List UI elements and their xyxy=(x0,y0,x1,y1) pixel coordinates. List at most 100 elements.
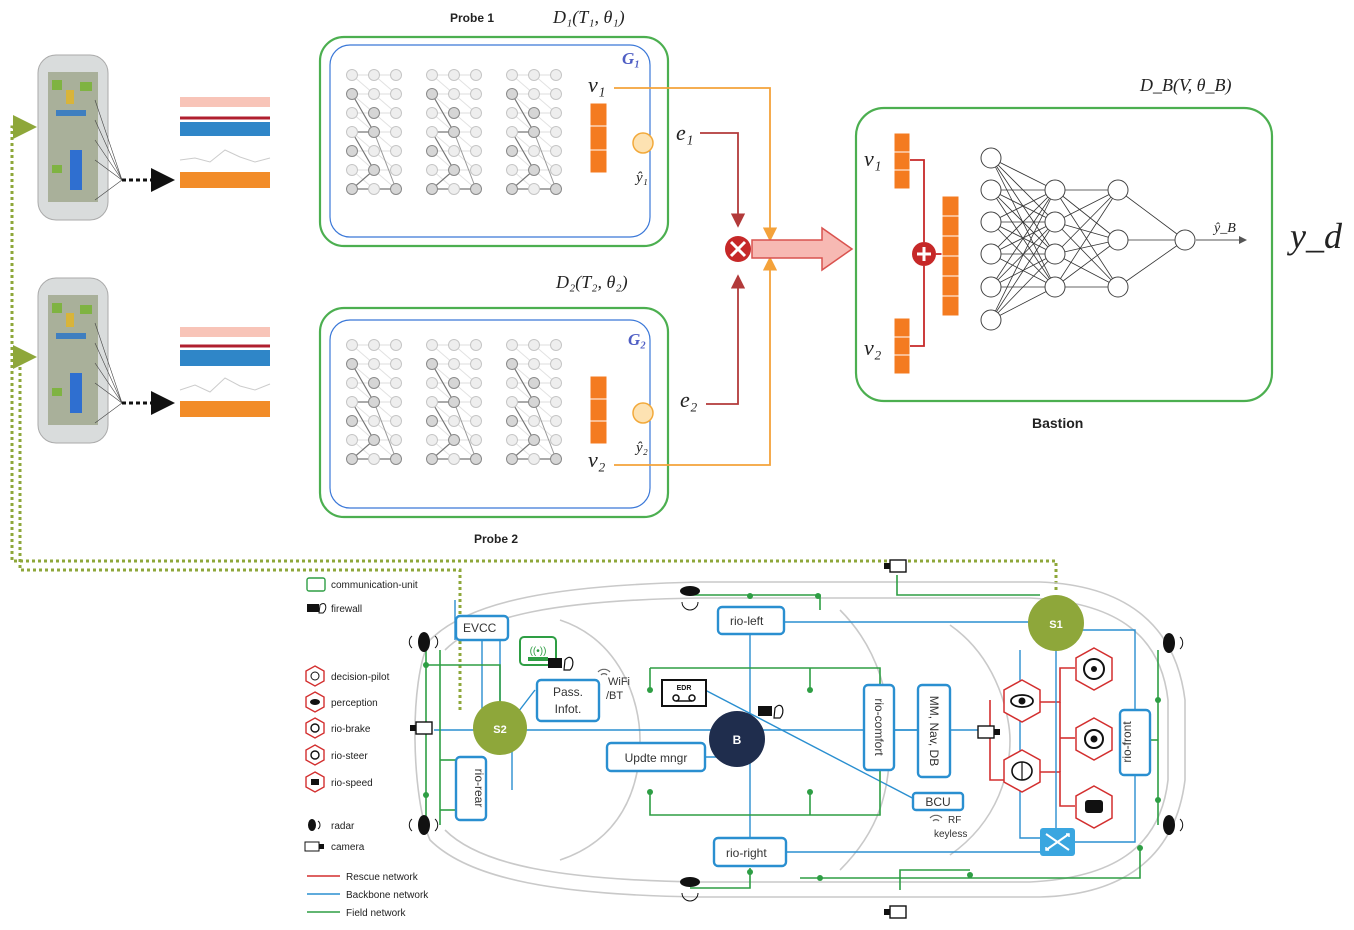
updte-mngr-box[interactable] xyxy=(605,741,707,773)
probe2-graph-network xyxy=(346,339,562,465)
bastion-title: Bastion xyxy=(1032,415,1083,431)
bastion-v2-label: v₂ xyxy=(864,335,882,360)
probe1-embedding-vector xyxy=(589,102,608,174)
legend-rio-speed-label: rio-speed xyxy=(331,778,373,789)
evcc-box[interactable] xyxy=(454,614,510,642)
camera-icon-front xyxy=(977,725,1000,739)
decision-pilot-function[interactable] xyxy=(1003,749,1041,793)
probe1-formula: D₁(T₁, θ₁) xyxy=(552,7,625,28)
edr-device[interactable]: EDR xyxy=(661,679,707,707)
pass-infot-label-2: Infot. xyxy=(555,702,582,716)
rio-front-box[interactable] xyxy=(1118,708,1152,777)
legend-radar: radar xyxy=(308,819,355,832)
radar-icon-rear-top xyxy=(408,632,439,652)
probe1-box xyxy=(318,35,670,248)
radar-icon-front-top xyxy=(1163,633,1184,653)
switch-s1[interactable] xyxy=(1028,595,1084,651)
radar-icon-left xyxy=(680,586,700,611)
probe1-yhat: ŷ₁ xyxy=(634,170,648,186)
wifi-label-2: /BT xyxy=(606,690,623,702)
legend-perception-label: perception xyxy=(331,698,378,709)
probe2-box xyxy=(318,306,670,519)
rio-comfort-label: rio-comfort xyxy=(872,698,886,756)
e2-connector xyxy=(706,274,746,405)
probe2-formula: D₂(T₂, θ₂) xyxy=(555,272,628,293)
add-icon xyxy=(912,242,936,266)
switch-s2[interactable] xyxy=(473,701,527,755)
wifi-label-1: WiFi xyxy=(608,676,630,688)
legend-perception: perception xyxy=(305,691,378,713)
edr-label: EDR xyxy=(677,685,692,692)
signal-thumbnail-1 xyxy=(179,97,271,188)
bastion-formula: D_B(V, θ_B) xyxy=(1139,75,1232,96)
firewall-icon-b xyxy=(758,704,784,719)
bastion-yhat: ŷ_B xyxy=(1212,221,1236,236)
probe1-output-node xyxy=(632,132,654,154)
legend-communication-unit: communication-unit xyxy=(306,577,418,592)
legend-rio-steer: rio-steer xyxy=(305,744,368,766)
radar-icon-front-bottom xyxy=(1163,815,1184,835)
network-switch-icon[interactable] xyxy=(1040,828,1075,856)
rio-rear-label: rio-rear xyxy=(472,769,486,808)
probe1-e-label: e₁ xyxy=(676,120,693,145)
rf-icon xyxy=(929,814,943,822)
backbone-switch-b[interactable] xyxy=(709,711,765,767)
rio-left-label: rio-left xyxy=(730,614,764,628)
bastion-yd: y_d xyxy=(1287,216,1343,256)
legend-rio-speed: rio-speed xyxy=(305,771,373,793)
updte-mngr-label: Updte mngr xyxy=(625,751,688,765)
legend-firewall: firewall xyxy=(307,603,362,615)
bcu-label: BCU xyxy=(925,795,950,809)
mm-nav-db-label: MM, Nav, DB xyxy=(927,696,941,766)
bastion-v1-label: v₁ xyxy=(864,146,881,171)
legend-backbone-network-label: Backbone network xyxy=(346,890,429,901)
probe2-output-node xyxy=(632,402,654,424)
switch-s1-label: S1 xyxy=(1049,619,1062,631)
legend-decision-pilot: decision-pilot xyxy=(305,665,390,687)
bastion-v1-vector xyxy=(893,132,911,190)
mm-nav-db-box[interactable] xyxy=(916,683,952,779)
legend-backbone-network: Backbone network xyxy=(307,890,429,901)
probe2-graph-label: G₂ xyxy=(628,330,646,349)
probe2-yhat: ŷ₂ xyxy=(634,440,648,456)
bastion-v2-vector xyxy=(893,317,911,375)
probe1-v-label: v₁ xyxy=(588,72,605,97)
legend-firewall-label: firewall xyxy=(331,604,362,615)
legend-rio-brake: rio-brake xyxy=(305,717,371,739)
communication-unit-icon[interactable]: ((•)) xyxy=(519,636,557,666)
probe2-v-label: v₂ xyxy=(588,447,606,472)
e1-connector xyxy=(700,132,746,228)
bcu-box[interactable] xyxy=(911,791,965,812)
radar-icon-rear-bottom xyxy=(408,815,439,835)
bastion-neural-network xyxy=(980,147,1196,331)
rio-comfort-box[interactable] xyxy=(862,683,896,772)
camera-icon-rear xyxy=(410,721,433,735)
legend-rescue-network: Rescue network xyxy=(307,872,419,883)
vehicle-thumbnail-2 xyxy=(37,277,123,444)
legend-decision-pilot-label: decision-pilot xyxy=(331,672,390,683)
rio-right-box[interactable] xyxy=(712,836,788,868)
rio-brake-function[interactable] xyxy=(1075,717,1113,761)
probe2-e-label: e₂ xyxy=(680,387,698,412)
rio-left-box[interactable] xyxy=(716,605,786,636)
legend-rio-brake-label: rio-brake xyxy=(331,724,371,735)
rio-rear-box[interactable] xyxy=(454,755,488,822)
probe2-title: Probe 2 xyxy=(474,532,518,546)
legend-field-network-label: Field network xyxy=(346,908,406,919)
vehicle-thumbnail-1 xyxy=(37,54,123,221)
rio-speed-function[interactable] xyxy=(1075,785,1113,829)
rio-steer-function[interactable] xyxy=(1075,647,1113,691)
probe1-title: Probe 1 xyxy=(450,11,494,25)
pass-infot-box[interactable] xyxy=(535,678,601,723)
perception-function[interactable] xyxy=(1003,679,1041,723)
legend-camera-label: camera xyxy=(331,842,365,853)
firewall-icon xyxy=(548,656,574,671)
backbone-switch-b-label: B xyxy=(733,733,742,747)
big-arrow-to-bastion xyxy=(751,226,854,272)
rf-label-2: keyless xyxy=(934,829,967,840)
legend-field-network: Field network xyxy=(307,908,406,919)
legend-rio-steer-label: rio-steer xyxy=(331,751,368,762)
legend: communication-unit firewall decision-pil… xyxy=(304,577,429,919)
rio-right-label: rio-right xyxy=(726,846,767,860)
